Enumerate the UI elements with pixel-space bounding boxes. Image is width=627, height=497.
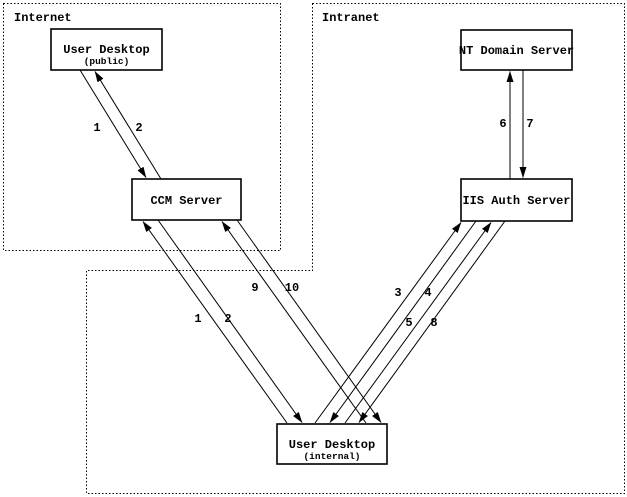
iis-auth-server-box (460, 178, 573, 222)
user-desktop-public-box (50, 28, 163, 71)
edge-internal-to-iis-b (344, 222, 492, 424)
node-user-desktop-internal: User Desktop (internal) (276, 423, 388, 465)
edge-iis-to-internal-b (358, 220, 506, 423)
flow-label-3: 3 (394, 286, 401, 300)
nt-domain-server-box (460, 29, 573, 71)
edge-public-to-ccm (79, 69, 147, 178)
user-desktop-internal-box (276, 423, 388, 465)
flow-label-7: 7 (526, 117, 533, 131)
flow-label-1-public: 1 (93, 121, 100, 135)
node-nt-domain-server: NT Domain Server (459, 29, 574, 71)
ccm-server-box (131, 178, 242, 221)
internet-zone-border (3, 3, 281, 251)
iis-auth-server-title: IIS Auth Server (462, 194, 570, 208)
intranet-zone-label: Intranet (322, 11, 380, 25)
edge-ccm-to-internal-b (236, 219, 382, 423)
nt-domain-server-title: NT Domain Server (459, 44, 574, 58)
intranet-zone-border (86, 3, 625, 494)
ccm-server-title: CCM Server (150, 194, 222, 208)
node-iis-auth-server: IIS Auth Server (460, 178, 573, 222)
edge-internal-to-ccm-b (221, 221, 367, 424)
flow-label-4: 4 (424, 286, 431, 300)
user-desktop-internal-title: User Desktop (289, 438, 375, 452)
internet-zone-label: Internet (14, 11, 72, 25)
edge-internal-to-iis-a (314, 222, 462, 424)
edge-iis-to-internal-a (329, 220, 477, 423)
flow-label-6: 6 (499, 117, 506, 131)
edge-internal-to-ccm (142, 221, 288, 424)
flow-label-9: 9 (251, 281, 258, 295)
flow-label-2-internal: 2 (224, 312, 231, 326)
flow-label-8: 8 (430, 316, 437, 330)
node-user-desktop-public: User Desktop (public) (50, 28, 163, 71)
user-desktop-public-subtitle: (public) (84, 56, 130, 67)
edge-ccm-to-internal (157, 219, 303, 423)
node-ccm-server: CCM Server (131, 178, 242, 221)
user-desktop-internal-subtitle: (internal) (303, 451, 360, 462)
flow-label-1-internal: 1 (194, 312, 201, 326)
flow-label-2-public: 2 (135, 121, 142, 135)
flow-label-10: 10 (285, 281, 299, 295)
edge-ccm-to-public (94, 71, 162, 180)
flow-label-5: 5 (405, 316, 412, 330)
user-desktop-public-title: User Desktop (63, 43, 149, 57)
